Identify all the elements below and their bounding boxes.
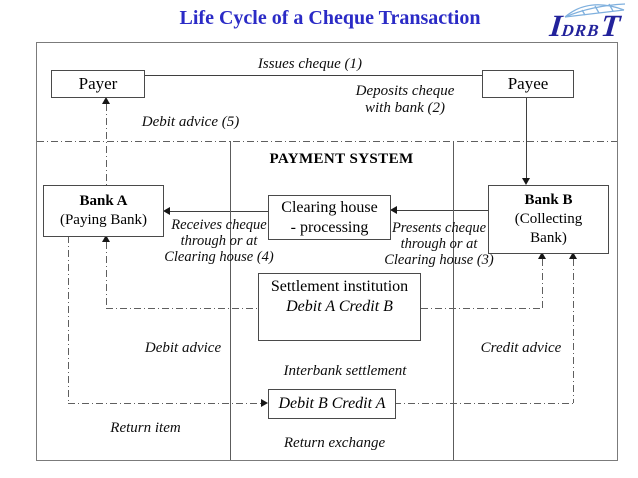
deposits-cheque-line1: Deposits cheque bbox=[355, 83, 455, 99]
credit-advice-label: Credit advice bbox=[480, 340, 562, 356]
arrowhead-into-return-settlement bbox=[261, 399, 268, 407]
settlement-institution-box: Settlement institution Debit A Credit B bbox=[258, 273, 421, 341]
bank-b-name: Bank B bbox=[524, 192, 573, 209]
presents-cheque-line3: Clearing house (3) bbox=[384, 252, 494, 269]
receives-cheque-line2: through or at bbox=[180, 233, 258, 250]
line-settlement-to-bank-a-vertical bbox=[106, 242, 107, 308]
debit-advice-label: Debit advice bbox=[144, 340, 222, 356]
presents-cheque-line2: through or at bbox=[400, 236, 478, 253]
line-settlement-to-bank-b-horizontal bbox=[421, 308, 542, 309]
deposits-cheque-line2: with bank (2) bbox=[365, 99, 445, 116]
line-return-exchange-horizontal bbox=[394, 403, 573, 404]
payer-box: Payer bbox=[51, 70, 145, 98]
return-settlement-box: Debit B Credit A bbox=[268, 389, 396, 419]
logo-mesh-icon bbox=[564, 3, 626, 18]
bank-a-name: Bank A bbox=[79, 193, 128, 210]
line-clearing-to-bank-a bbox=[169, 211, 268, 212]
clearing-house-line2: - processing bbox=[290, 218, 369, 236]
page-title: Life Cycle of a Cheque Transaction bbox=[179, 7, 481, 29]
line-settlement-to-bank-b-vertical bbox=[542, 259, 543, 308]
receives-cheque-line1: Receives cheque bbox=[171, 217, 267, 233]
payer-label: Payer bbox=[78, 74, 118, 94]
payment-system-heading: PAYMENT SYSTEM bbox=[269, 151, 414, 167]
line-return-exchange-vertical bbox=[573, 259, 574, 403]
bank-b-box: Bank B (Collecting Bank) bbox=[488, 185, 609, 254]
bank-b-role-line1: (Collecting bbox=[514, 211, 583, 228]
return-item-label: Return item bbox=[110, 420, 181, 436]
payment-system-left-border bbox=[230, 141, 231, 460]
line-payee-to-bank-b bbox=[526, 96, 527, 179]
arrowhead-into-bank-b-bottom-right bbox=[569, 252, 577, 259]
bank-b-role-line2: Bank) bbox=[530, 229, 567, 246]
presents-cheque-line1: Presents cheque bbox=[391, 220, 487, 236]
debit-advice-5-label: Debit advice (5) bbox=[141, 114, 240, 130]
receives-cheque-line3: Clearing house (4) bbox=[164, 249, 274, 266]
logo-letters-drb: DRB bbox=[560, 21, 601, 40]
arrowhead-into-clearing-right bbox=[390, 206, 397, 214]
bank-a-role: (Paying Bank) bbox=[59, 212, 148, 228]
clearing-house-line1: Clearing house bbox=[281, 198, 378, 216]
arrowhead-into-bank-b-top bbox=[522, 178, 530, 185]
presents-cheque-label: Presents cheque through or at Clearing h… bbox=[376, 220, 502, 269]
interbank-settlement-label: Interbank settlement bbox=[283, 363, 407, 379]
arrowhead-into-bank-b-bottom-left bbox=[538, 252, 546, 259]
payee-label: Payee bbox=[507, 74, 549, 94]
line-return-item-horizontal bbox=[68, 403, 262, 404]
deposits-cheque-label: Deposits cheque with bank (2) bbox=[345, 83, 465, 117]
line-bank-b-to-clearing bbox=[397, 210, 488, 211]
line-settlement-to-bank-a-horizontal bbox=[106, 308, 258, 309]
line-issues-cheque bbox=[143, 75, 482, 76]
line-bank-a-to-payer bbox=[106, 104, 107, 185]
diagram-frame bbox=[36, 42, 618, 461]
return-exchange-label: Return exchange bbox=[283, 435, 386, 451]
receives-cheque-label: Receives cheque through or at Clearing h… bbox=[156, 217, 282, 266]
payment-system-boundary-line bbox=[37, 141, 617, 142]
issues-cheque-label: Issues cheque (1) bbox=[257, 56, 363, 72]
settlement-institution-label: Settlement institution bbox=[270, 278, 409, 295]
payment-system-right-border bbox=[453, 141, 454, 460]
logo-letter-t: T bbox=[599, 8, 622, 43]
arrowhead-into-payer-bottom bbox=[102, 97, 110, 104]
bank-a-box: Bank A (Paying Bank) bbox=[43, 185, 164, 237]
debit-b-credit-a-label: Debit B Credit A bbox=[278, 395, 386, 412]
debit-a-credit-b-label: Debit A Credit B bbox=[286, 298, 393, 315]
clearing-house-box: Clearing house - processing bbox=[268, 195, 391, 240]
arrowhead-into-bank-a-right bbox=[163, 207, 170, 215]
payee-box: Payee bbox=[482, 70, 574, 98]
arrowhead-into-bank-a-bottom bbox=[102, 235, 110, 242]
line-return-item-vertical bbox=[68, 236, 69, 403]
